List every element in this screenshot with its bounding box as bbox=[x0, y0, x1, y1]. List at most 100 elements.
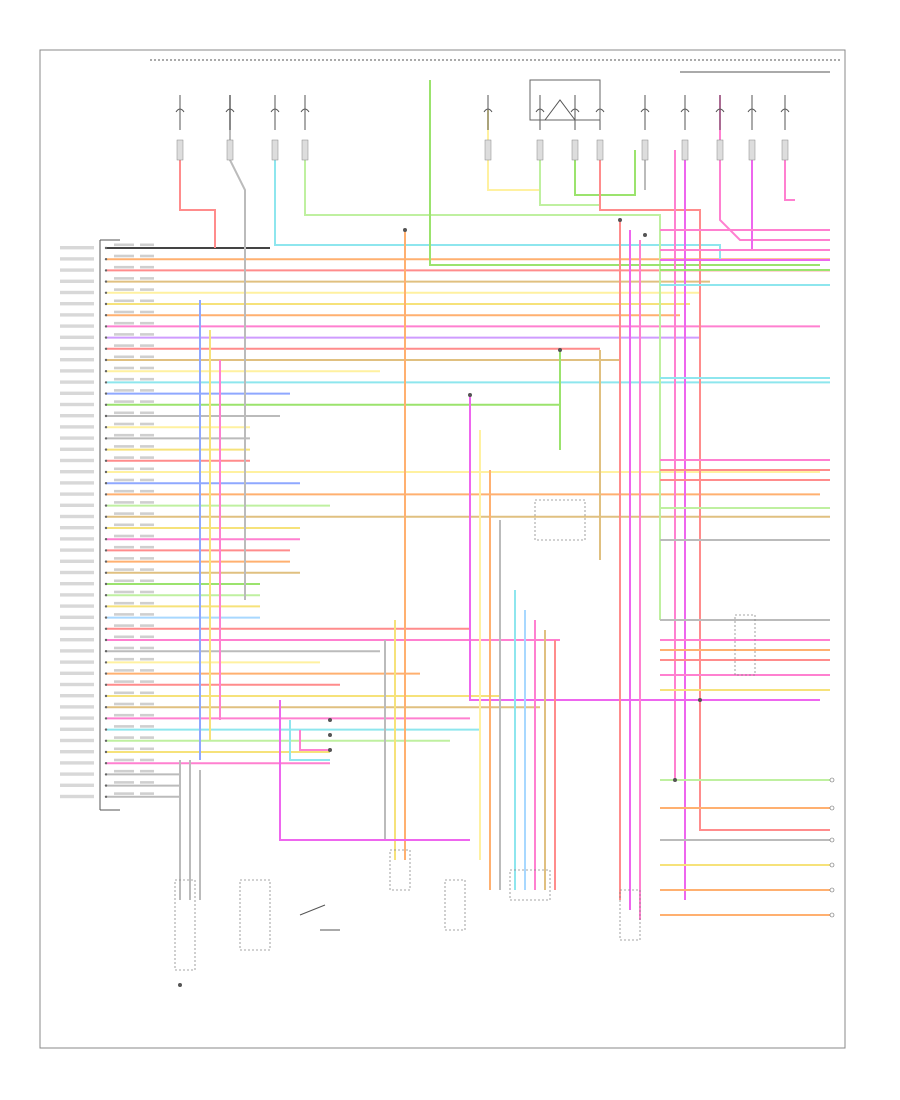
ecm-pin-dot bbox=[104, 336, 108, 339]
wire-color-mark bbox=[140, 792, 154, 795]
wire-color-mark bbox=[140, 478, 154, 482]
ecm-pin-dot bbox=[104, 459, 108, 462]
wire-color-mark bbox=[140, 366, 154, 370]
wire-code-mark bbox=[114, 736, 134, 739]
ecm-pin-label-mark bbox=[60, 626, 94, 631]
connector-terminal bbox=[829, 777, 835, 783]
ecm-pin-dot bbox=[104, 302, 108, 306]
harness-wire bbox=[574, 150, 636, 196]
ecm-pin-dot bbox=[104, 706, 108, 709]
wire-color-mark bbox=[140, 781, 154, 784]
ecm-pin-dot bbox=[104, 414, 108, 418]
wire-code-mark bbox=[114, 657, 134, 661]
ecm-pin-label-mark bbox=[60, 705, 94, 709]
ecm-pin-label-mark bbox=[60, 638, 94, 642]
ecm-pin-label-mark bbox=[60, 268, 94, 272]
ecm-pin-dot bbox=[104, 403, 108, 406]
ecm-pin-dot bbox=[104, 616, 108, 619]
wire-code-mark bbox=[114, 333, 134, 336]
ecm-pin-label-mark bbox=[60, 559, 94, 563]
connector-pin bbox=[571, 139, 579, 161]
wire-color-mark bbox=[140, 467, 154, 471]
wire-code-mark bbox=[114, 389, 134, 392]
ecm-pin-label-mark bbox=[60, 447, 94, 451]
wire-color-mark bbox=[140, 422, 154, 426]
wire-code-mark bbox=[114, 254, 134, 258]
wire-color-mark bbox=[140, 669, 154, 672]
top-power-bus bbox=[150, 59, 840, 73]
ecm-pin-label-mark bbox=[60, 548, 94, 552]
wire-color-mark bbox=[140, 680, 154, 683]
wire-code-mark bbox=[114, 781, 134, 784]
relay-connector bbox=[734, 614, 756, 676]
wire-color-mark bbox=[140, 635, 154, 639]
ecm-pin-label-mark bbox=[60, 346, 94, 351]
fuse-symbol bbox=[270, 108, 280, 113]
ecm-pin-dot bbox=[104, 762, 108, 765]
wire-color-mark bbox=[140, 501, 154, 504]
ecm-pin-label-mark bbox=[60, 290, 94, 295]
harness-wire bbox=[304, 150, 661, 620]
harness-wire bbox=[299, 730, 330, 751]
wire-color-mark bbox=[140, 377, 154, 381]
ecm-pin-dot bbox=[104, 717, 108, 720]
wire-code-mark bbox=[114, 624, 134, 627]
splice-dot bbox=[558, 348, 562, 352]
wire-code-mark bbox=[114, 467, 134, 471]
harness-wire bbox=[539, 150, 600, 206]
sensor-connector bbox=[174, 879, 196, 971]
wire-color-mark bbox=[140, 769, 154, 773]
harness-wire bbox=[289, 720, 330, 761]
wire-color-mark bbox=[140, 534, 154, 538]
harness-wire bbox=[279, 700, 470, 841]
fuse-symbol bbox=[535, 108, 545, 113]
wire-color-mark bbox=[140, 512, 154, 515]
connector-pin bbox=[596, 139, 604, 161]
ecm-pin-dot bbox=[104, 538, 108, 541]
ecm-pin-label-mark bbox=[60, 727, 94, 731]
wire-color-mark bbox=[140, 624, 154, 627]
wire-color-mark bbox=[140, 646, 154, 650]
relay-box bbox=[529, 79, 601, 121]
wire-color-mark bbox=[140, 613, 154, 616]
ecm-pin-label-mark bbox=[60, 514, 94, 519]
wire-code-mark bbox=[114, 590, 134, 594]
ecm-pin-label-mark bbox=[60, 313, 94, 317]
wire-code-mark bbox=[114, 321, 134, 325]
ecm-pin-label-mark bbox=[60, 716, 94, 720]
wire-code-mark bbox=[114, 646, 134, 650]
ecm-pin-label-mark bbox=[60, 425, 94, 429]
connector-terminal bbox=[829, 837, 835, 843]
wire-code-mark bbox=[114, 512, 134, 515]
ecm-pin-dot bbox=[104, 246, 108, 250]
wire-code-mark bbox=[114, 377, 134, 381]
wire-code-mark bbox=[114, 411, 134, 415]
ecm-pin-dot bbox=[104, 314, 108, 317]
ecm-pin-dot bbox=[104, 683, 108, 686]
fuse-symbol bbox=[640, 108, 650, 113]
wire-color-mark bbox=[140, 288, 154, 291]
connector-pin bbox=[681, 139, 689, 161]
wire-code-mark bbox=[114, 489, 134, 493]
ecm-pin-dot bbox=[104, 672, 108, 675]
harness-wire bbox=[469, 395, 820, 701]
sensor-connector bbox=[444, 879, 466, 931]
ecm-pin-dot bbox=[104, 325, 108, 328]
wire-color-mark bbox=[140, 265, 154, 269]
fuse-symbol bbox=[715, 108, 725, 113]
wire-color-mark bbox=[140, 725, 154, 728]
ecm-pin-label-mark bbox=[60, 537, 94, 541]
component-layer bbox=[174, 79, 835, 987]
connector-pin bbox=[641, 139, 649, 161]
ecm-pin-dot bbox=[104, 526, 108, 530]
wire-code-mark bbox=[114, 680, 134, 683]
fuse-symbol bbox=[225, 108, 235, 113]
ecm-pin-label-mark bbox=[60, 279, 94, 283]
ecm-pin-label-mark bbox=[60, 481, 94, 485]
wire-code-mark bbox=[114, 299, 134, 303]
connector-pin bbox=[176, 139, 184, 161]
ecm-pin-dot bbox=[104, 291, 108, 294]
ecm-pin-label-mark bbox=[60, 503, 94, 507]
ecm-pin-dot bbox=[104, 661, 108, 664]
sensor-connector bbox=[509, 869, 551, 901]
